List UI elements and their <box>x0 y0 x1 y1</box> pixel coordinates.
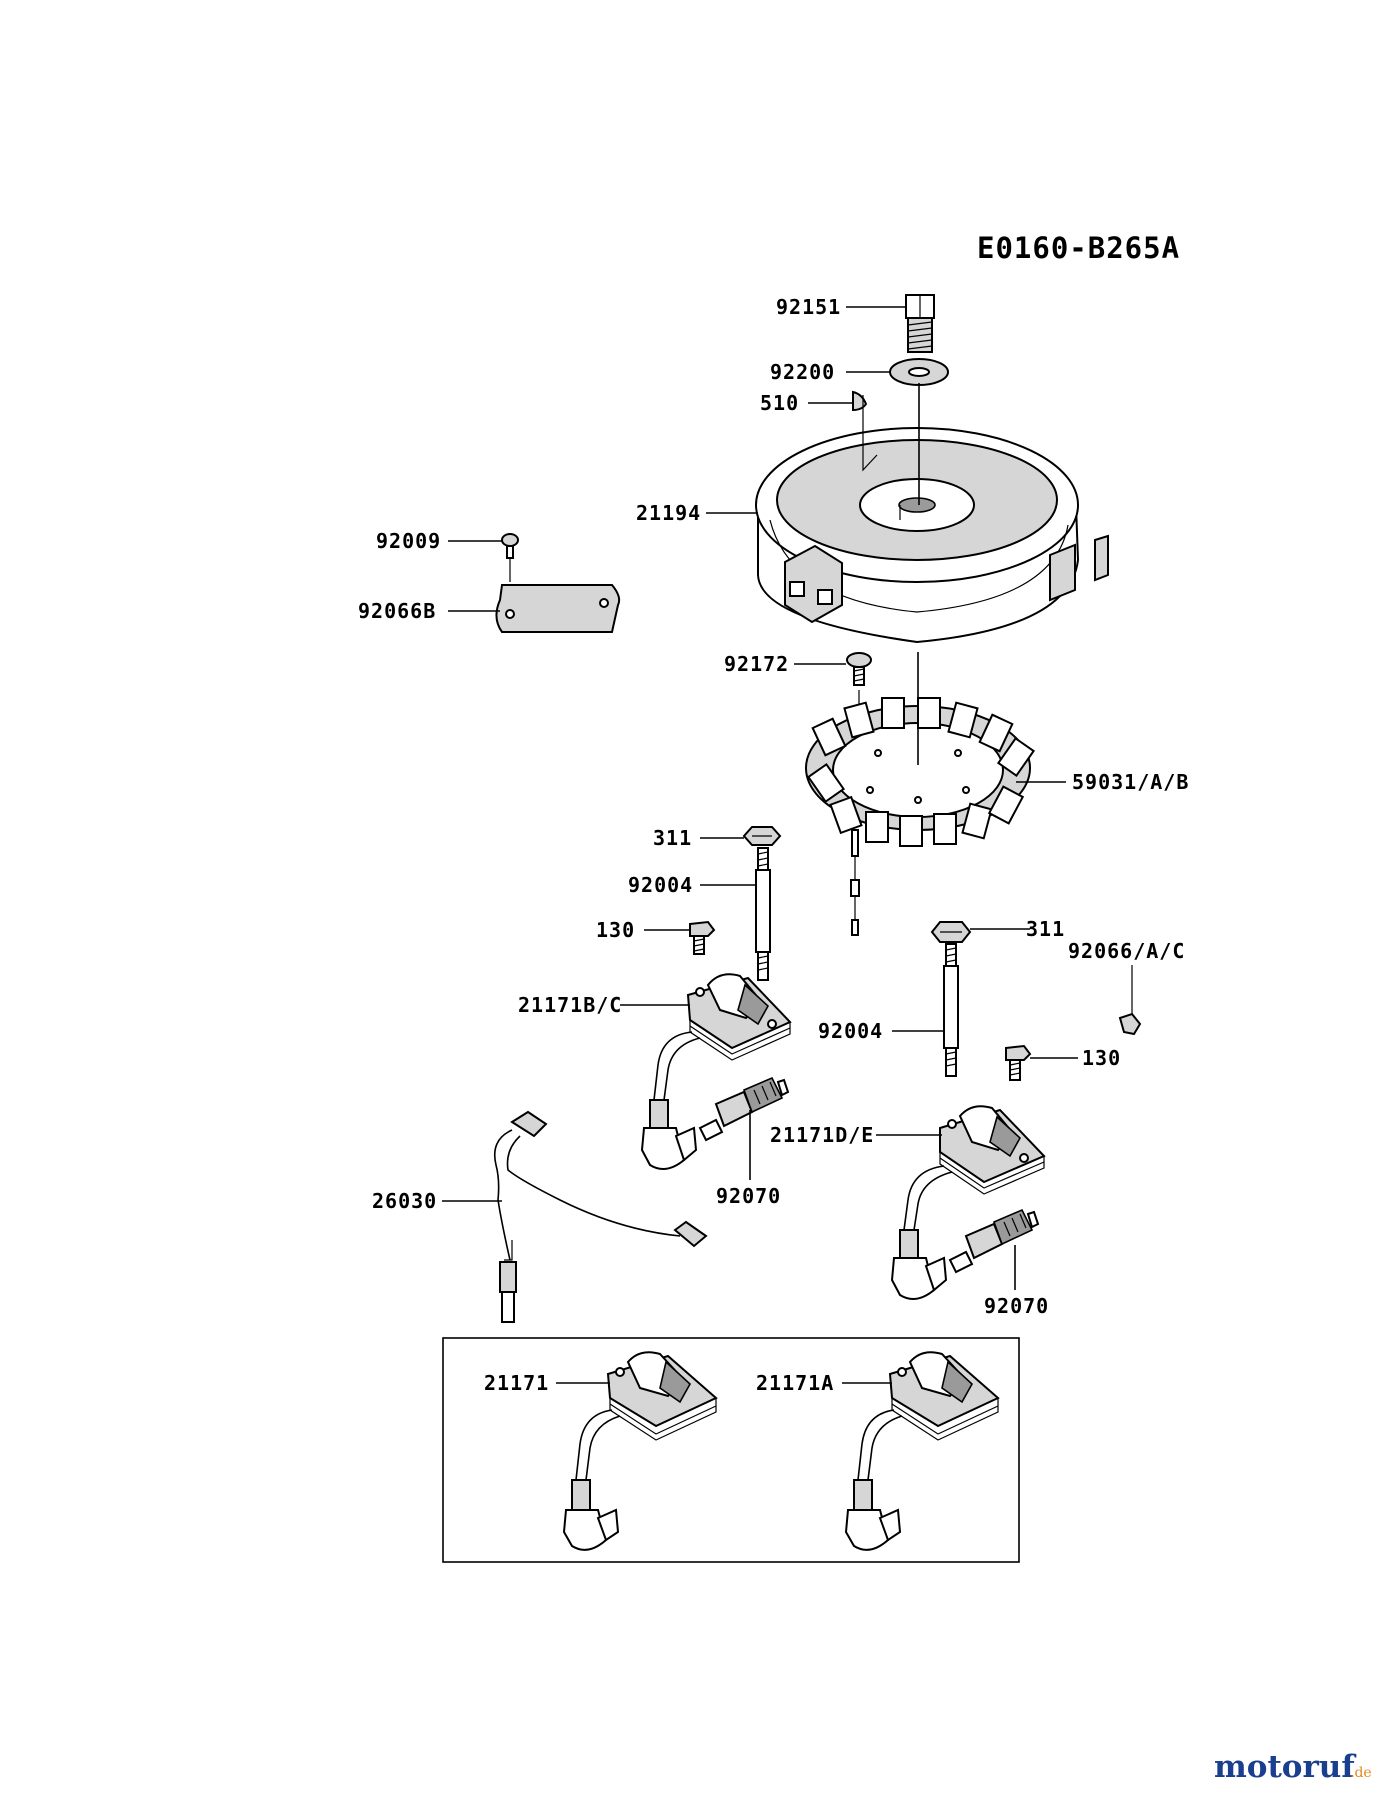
callout-21171BC: 21171B/C <box>518 993 622 1017</box>
bolt-130-left <box>689 920 716 955</box>
screw-92172 <box>846 652 872 686</box>
ignition-coil-21171A <box>844 1351 1000 1551</box>
callout-92070-left: 92070 <box>716 1184 781 1208</box>
watermark-text: motoruf <box>1214 1749 1356 1785</box>
callout-311-left: 311 <box>653 826 692 850</box>
callout-92066AC: 92066/A/C <box>1068 939 1185 963</box>
ignition-coil-21171 <box>562 1351 718 1551</box>
callout-21171A: 21171A <box>756 1371 834 1395</box>
spark-plug-92070-left <box>698 1076 790 1142</box>
callout-21194: 21194 <box>636 501 701 525</box>
watermark-suffix: .de <box>1350 1765 1372 1781</box>
diagram-code: E0160-B265A <box>977 231 1180 265</box>
nut-92066AC <box>1118 1012 1142 1036</box>
stud-92004-left <box>755 847 771 981</box>
callout-130-left: 130 <box>596 918 635 942</box>
callout-59031: 59031/A/B <box>1072 770 1189 794</box>
callout-92004-left: 92004 <box>628 873 693 897</box>
nut-311-right <box>930 921 972 943</box>
bolt-130-right <box>1005 1044 1032 1081</box>
washer-92200 <box>889 358 949 386</box>
ignition-coil-21171BC <box>640 973 792 1170</box>
callout-26030: 26030 <box>372 1189 437 1213</box>
key-510 <box>852 390 868 412</box>
callout-92151: 92151 <box>776 295 841 319</box>
ignition-coil-21171DE <box>890 1105 1046 1300</box>
plate-92066B <box>495 584 621 633</box>
callout-311-right: 311 <box>1026 917 1065 941</box>
callout-21171: 21171 <box>484 1371 549 1395</box>
stator-59031 <box>805 697 1036 936</box>
callout-130-right: 130 <box>1082 1046 1121 1070</box>
callout-21171DE: 21171D/E <box>770 1123 874 1147</box>
callout-92066B: 92066B <box>358 599 436 623</box>
watermark-logo: motoruf .de <box>1214 1749 1372 1785</box>
alternatives-box <box>442 1337 1020 1563</box>
flywheel-21194 <box>755 395 1109 644</box>
callout-510: 510 <box>760 391 799 415</box>
stud-92004-right <box>943 943 959 1077</box>
bolt-92151 <box>905 294 935 353</box>
callout-92009: 92009 <box>376 529 441 553</box>
callout-92172: 92172 <box>724 652 789 676</box>
callout-92004-right: 92004 <box>818 1019 883 1043</box>
screw-92009 <box>501 533 519 559</box>
lead-wire-26030 <box>493 1110 708 1323</box>
callout-92200: 92200 <box>770 360 835 384</box>
callout-92070-right: 92070 <box>984 1294 1049 1318</box>
nut-311-left <box>742 826 782 846</box>
spark-plug-92070-right <box>948 1208 1040 1274</box>
